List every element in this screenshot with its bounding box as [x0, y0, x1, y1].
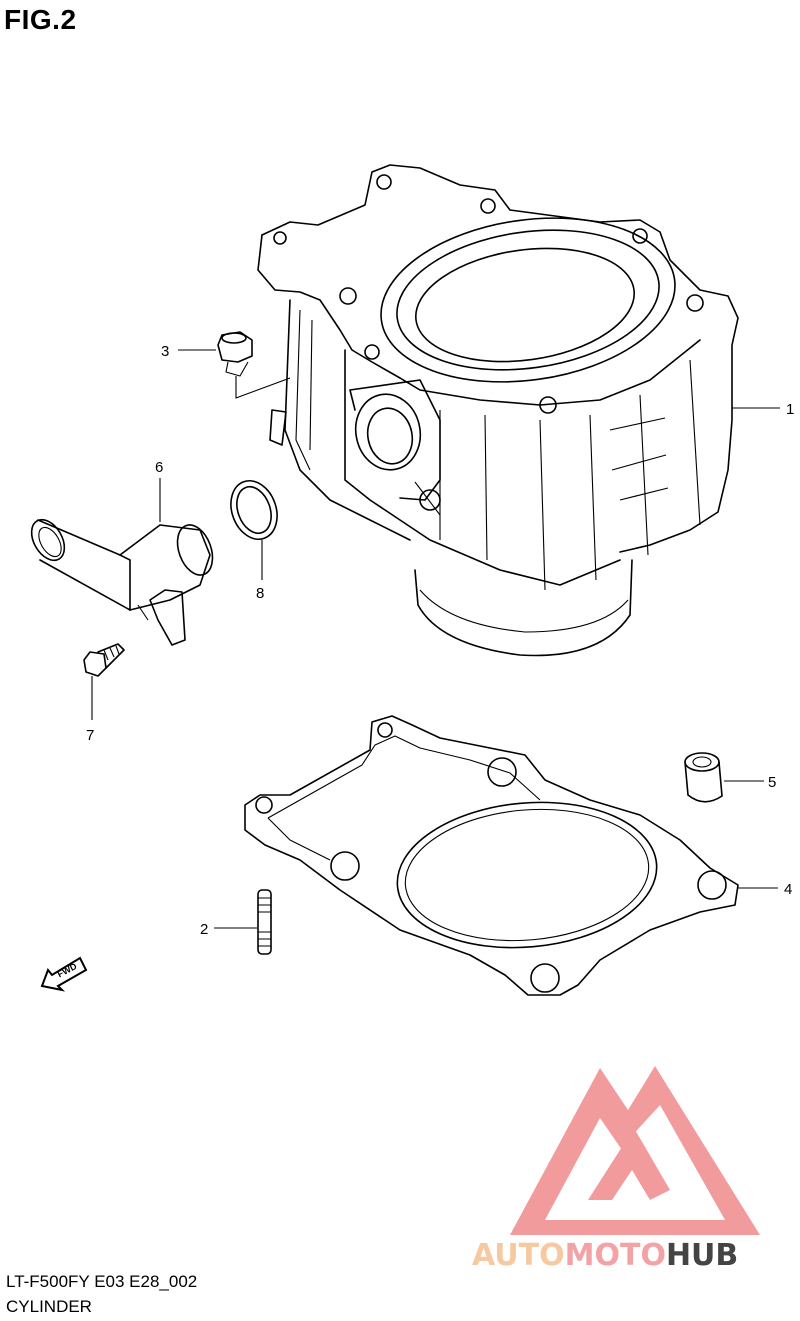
callout-1: 1 — [786, 401, 794, 418]
callout-6: 6 — [155, 459, 163, 476]
callout-2: 2 — [200, 921, 208, 938]
callout-5: 5 — [768, 774, 776, 791]
figure-title: FIG.2 — [4, 4, 77, 35]
footer-figure-name: CYLINDER — [6, 1297, 92, 1316]
cylinder-drawing — [257, 164, 780, 657]
o-ring-drawing — [230, 480, 278, 580]
intake-pipe-drawing — [30, 478, 214, 646]
dowel-pin-drawing — [684, 752, 764, 803]
watermark-text: AUTOMOTOHUB — [472, 1238, 738, 1273]
automotohub-logo-icon — [510, 1066, 760, 1235]
bolt-drawing — [83, 643, 125, 720]
callout-7: 7 — [86, 727, 94, 744]
watermark-part-3: HUB — [665, 1238, 739, 1273]
fwd-arrow-icon: FWD — [40, 956, 88, 992]
callout-4: 4 — [784, 881, 792, 898]
callout-3: 3 — [161, 343, 169, 360]
stud-bolt-drawing — [214, 889, 272, 955]
gasket-drawing — [244, 715, 778, 996]
watermark-part-1: AUTO — [472, 1238, 565, 1273]
callout-8: 8 — [256, 585, 264, 602]
footer-model-code: LT-F500FY E03 E28_002 — [6, 1272, 198, 1291]
nut-drawing — [178, 331, 291, 399]
watermark-part-2: MOTO — [564, 1238, 666, 1273]
